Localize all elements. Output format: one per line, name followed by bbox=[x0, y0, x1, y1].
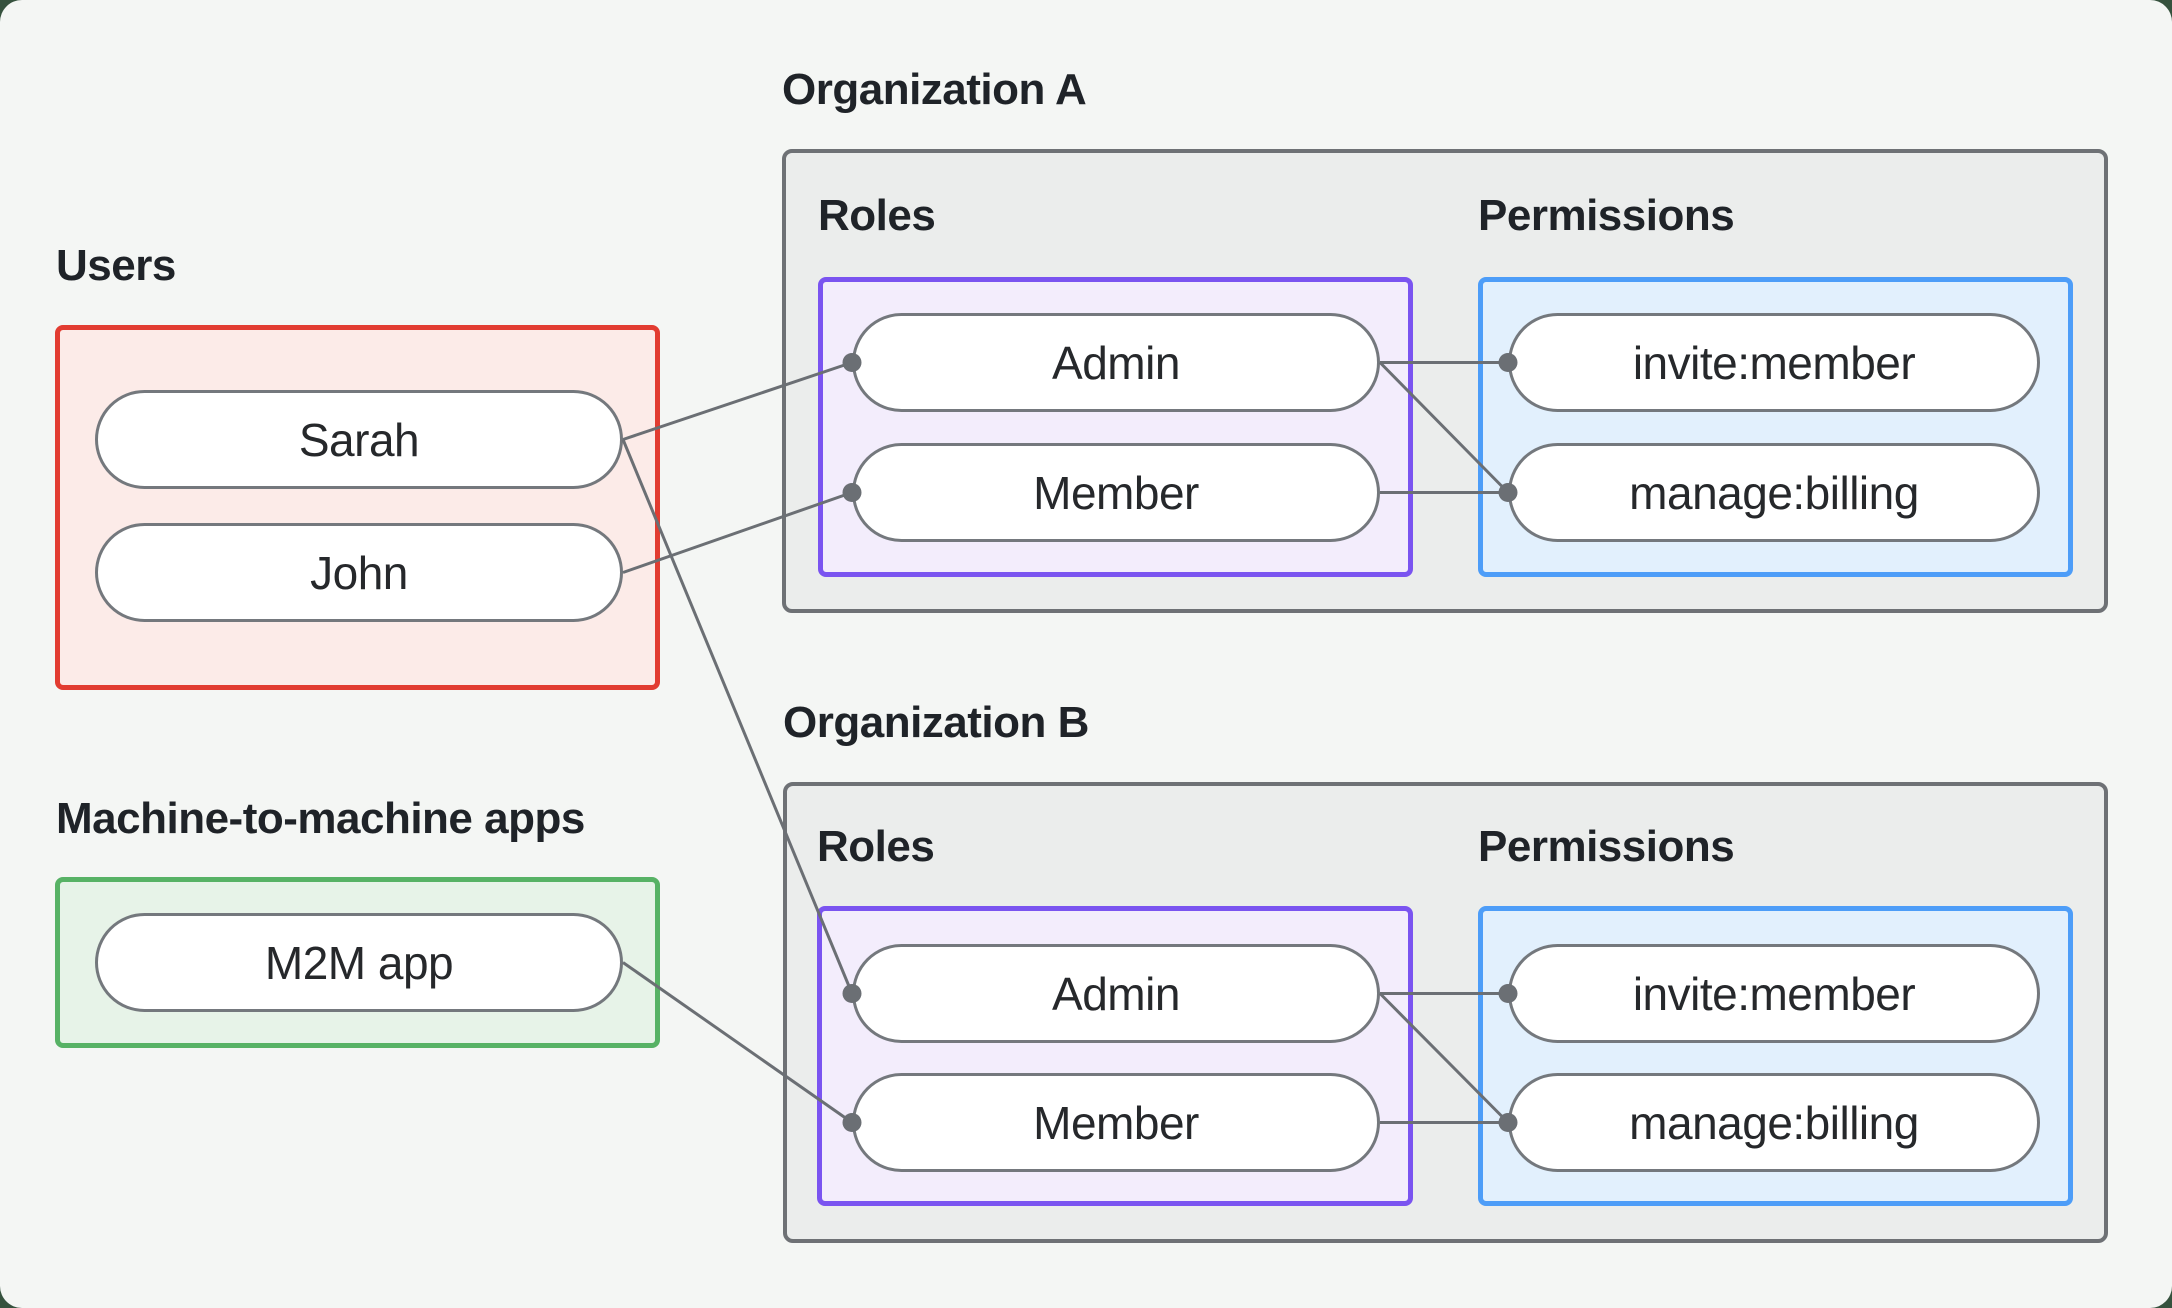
org-a-role-admin-label: Admin bbox=[1052, 336, 1180, 389]
org-b-roles-label: Roles bbox=[817, 822, 935, 871]
org-b-role-admin: Admin bbox=[852, 944, 1380, 1043]
org-b-role-admin-label: Admin bbox=[1052, 967, 1180, 1020]
org-b-title: Organization B bbox=[783, 698, 1089, 747]
org-a-title: Organization A bbox=[782, 65, 1087, 114]
org-b-role-member-label: Member bbox=[1033, 1096, 1199, 1149]
org-a-role-member-label: Member bbox=[1033, 466, 1199, 519]
org-b-permission-invite-member: invite:member bbox=[1508, 944, 2040, 1043]
user-node-sarah-label: Sarah bbox=[298, 413, 420, 466]
org-a-permission-invite-member-label: invite:member bbox=[1632, 336, 1916, 389]
org-a-roles-label: Roles bbox=[818, 191, 936, 240]
org-a-permission-manage-billing: manage:billing bbox=[1508, 443, 2040, 542]
m2m-app-node-label: M2M app bbox=[264, 936, 454, 989]
org-b-permission-manage-billing-label: manage:billing bbox=[1629, 1096, 1919, 1149]
org-a-permission-manage-billing-label: manage:billing bbox=[1629, 466, 1919, 519]
org-b-permissions-label: Permissions bbox=[1478, 822, 1735, 871]
users-group-label: Users bbox=[56, 241, 176, 290]
users-group-box bbox=[55, 325, 660, 690]
user-node-john-label: John bbox=[310, 546, 408, 599]
org-a-role-member: Member bbox=[852, 443, 1380, 542]
m2m-group-label: Machine-to-machine apps bbox=[56, 794, 585, 843]
user-node-sarah: Sarah bbox=[95, 390, 623, 489]
org-a-permission-invite-member: invite:member bbox=[1508, 313, 2040, 412]
org-a-permissions-label: Permissions bbox=[1478, 191, 1735, 240]
m2m-app-node: M2M app bbox=[95, 913, 623, 1012]
org-b-role-member: Member bbox=[852, 1073, 1380, 1172]
org-b-permission-invite-member-label: invite:member bbox=[1632, 967, 1916, 1020]
user-node-john: John bbox=[95, 523, 623, 622]
org-b-permission-manage-billing: manage:billing bbox=[1508, 1073, 2040, 1172]
org-a-role-admin: Admin bbox=[852, 313, 1380, 412]
